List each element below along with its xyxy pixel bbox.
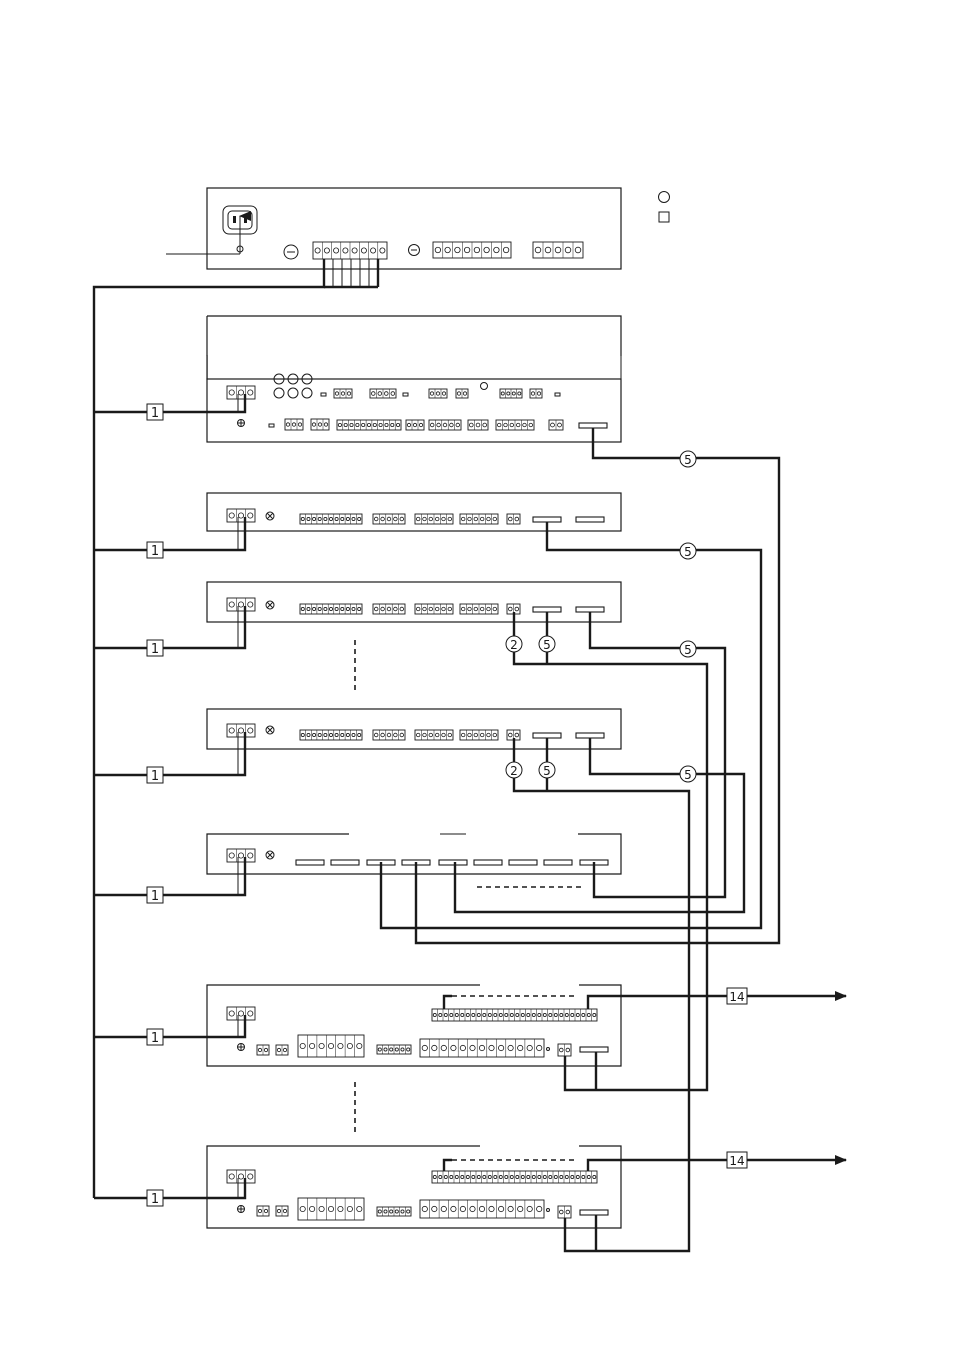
power-supply-unit <box>166 188 621 269</box>
label-5-text: 5 <box>684 545 692 559</box>
label-5-text: 5 <box>543 764 551 778</box>
legend-circle-symbol <box>659 192 670 203</box>
label-1-text: 1 <box>151 544 159 559</box>
power-input-terminal <box>227 1007 255 1020</box>
label-14-a: 14 <box>727 988 747 1004</box>
label-5-text: 5 <box>543 638 551 652</box>
terminal-contacts <box>378 1045 410 1054</box>
label-1-unit-1: 1 <box>147 404 163 421</box>
label-5-c: 5 <box>680 641 696 657</box>
power-input-terminal <box>227 849 255 862</box>
expansion-unit-2 <box>207 582 621 622</box>
expansion-unit-1 <box>207 493 621 531</box>
label-1-text: 1 <box>151 1192 159 1207</box>
label-1-unit-6: 1 <box>147 1029 163 1046</box>
label-1-text: 1 <box>151 642 159 657</box>
label-1-text: 1 <box>151 1031 159 1046</box>
label-1-unit-2: 1 <box>147 542 163 559</box>
label-5-text: 5 <box>684 768 692 782</box>
label-1-unit-5: 1 <box>147 887 163 904</box>
label-5-a: 5 <box>680 451 696 467</box>
label-5-f: 5 <box>539 762 555 778</box>
label-1-unit-7: 1 <box>147 1190 163 1207</box>
power-input-terminal <box>227 386 255 399</box>
legend <box>659 192 670 223</box>
label-1-text: 1 <box>151 769 159 784</box>
label-2-b: 2 <box>506 762 522 778</box>
label-14-text: 14 <box>729 990 744 1004</box>
label-5-d: 5 <box>539 636 555 652</box>
io-unit-n <box>207 1146 621 1228</box>
power-input-terminal <box>227 598 255 611</box>
network-connector <box>579 423 607 428</box>
io-unit-1 <box>207 985 621 1066</box>
label-5-b: 5 <box>680 543 696 559</box>
label-1-text: 1 <box>151 889 159 904</box>
label-5-e: 5 <box>680 766 696 782</box>
dc-output-terminal-block <box>313 242 387 259</box>
legend-square-symbol <box>659 212 669 222</box>
label-1-text: 1 <box>151 406 159 421</box>
power-input-terminal <box>227 1170 255 1183</box>
network-hub-unit <box>207 834 621 874</box>
label-1-unit-3: 1 <box>147 640 163 657</box>
power-input-terminal <box>227 724 255 737</box>
main-controller-unit <box>207 316 621 442</box>
label-1-unit-4: 1 <box>147 767 163 784</box>
label-5-text: 5 <box>684 643 692 657</box>
label-2-text: 2 <box>510 638 518 652</box>
label-14-b: 14 <box>727 1152 747 1168</box>
label-2-a: 2 <box>506 636 522 652</box>
label-14-text: 14 <box>729 1154 744 1168</box>
terminal-contacts <box>378 1207 410 1216</box>
label-5-text: 5 <box>684 453 692 467</box>
power-input-terminal <box>227 509 255 522</box>
expansion-unit-n <box>207 709 621 749</box>
label-2-text: 2 <box>510 764 518 778</box>
